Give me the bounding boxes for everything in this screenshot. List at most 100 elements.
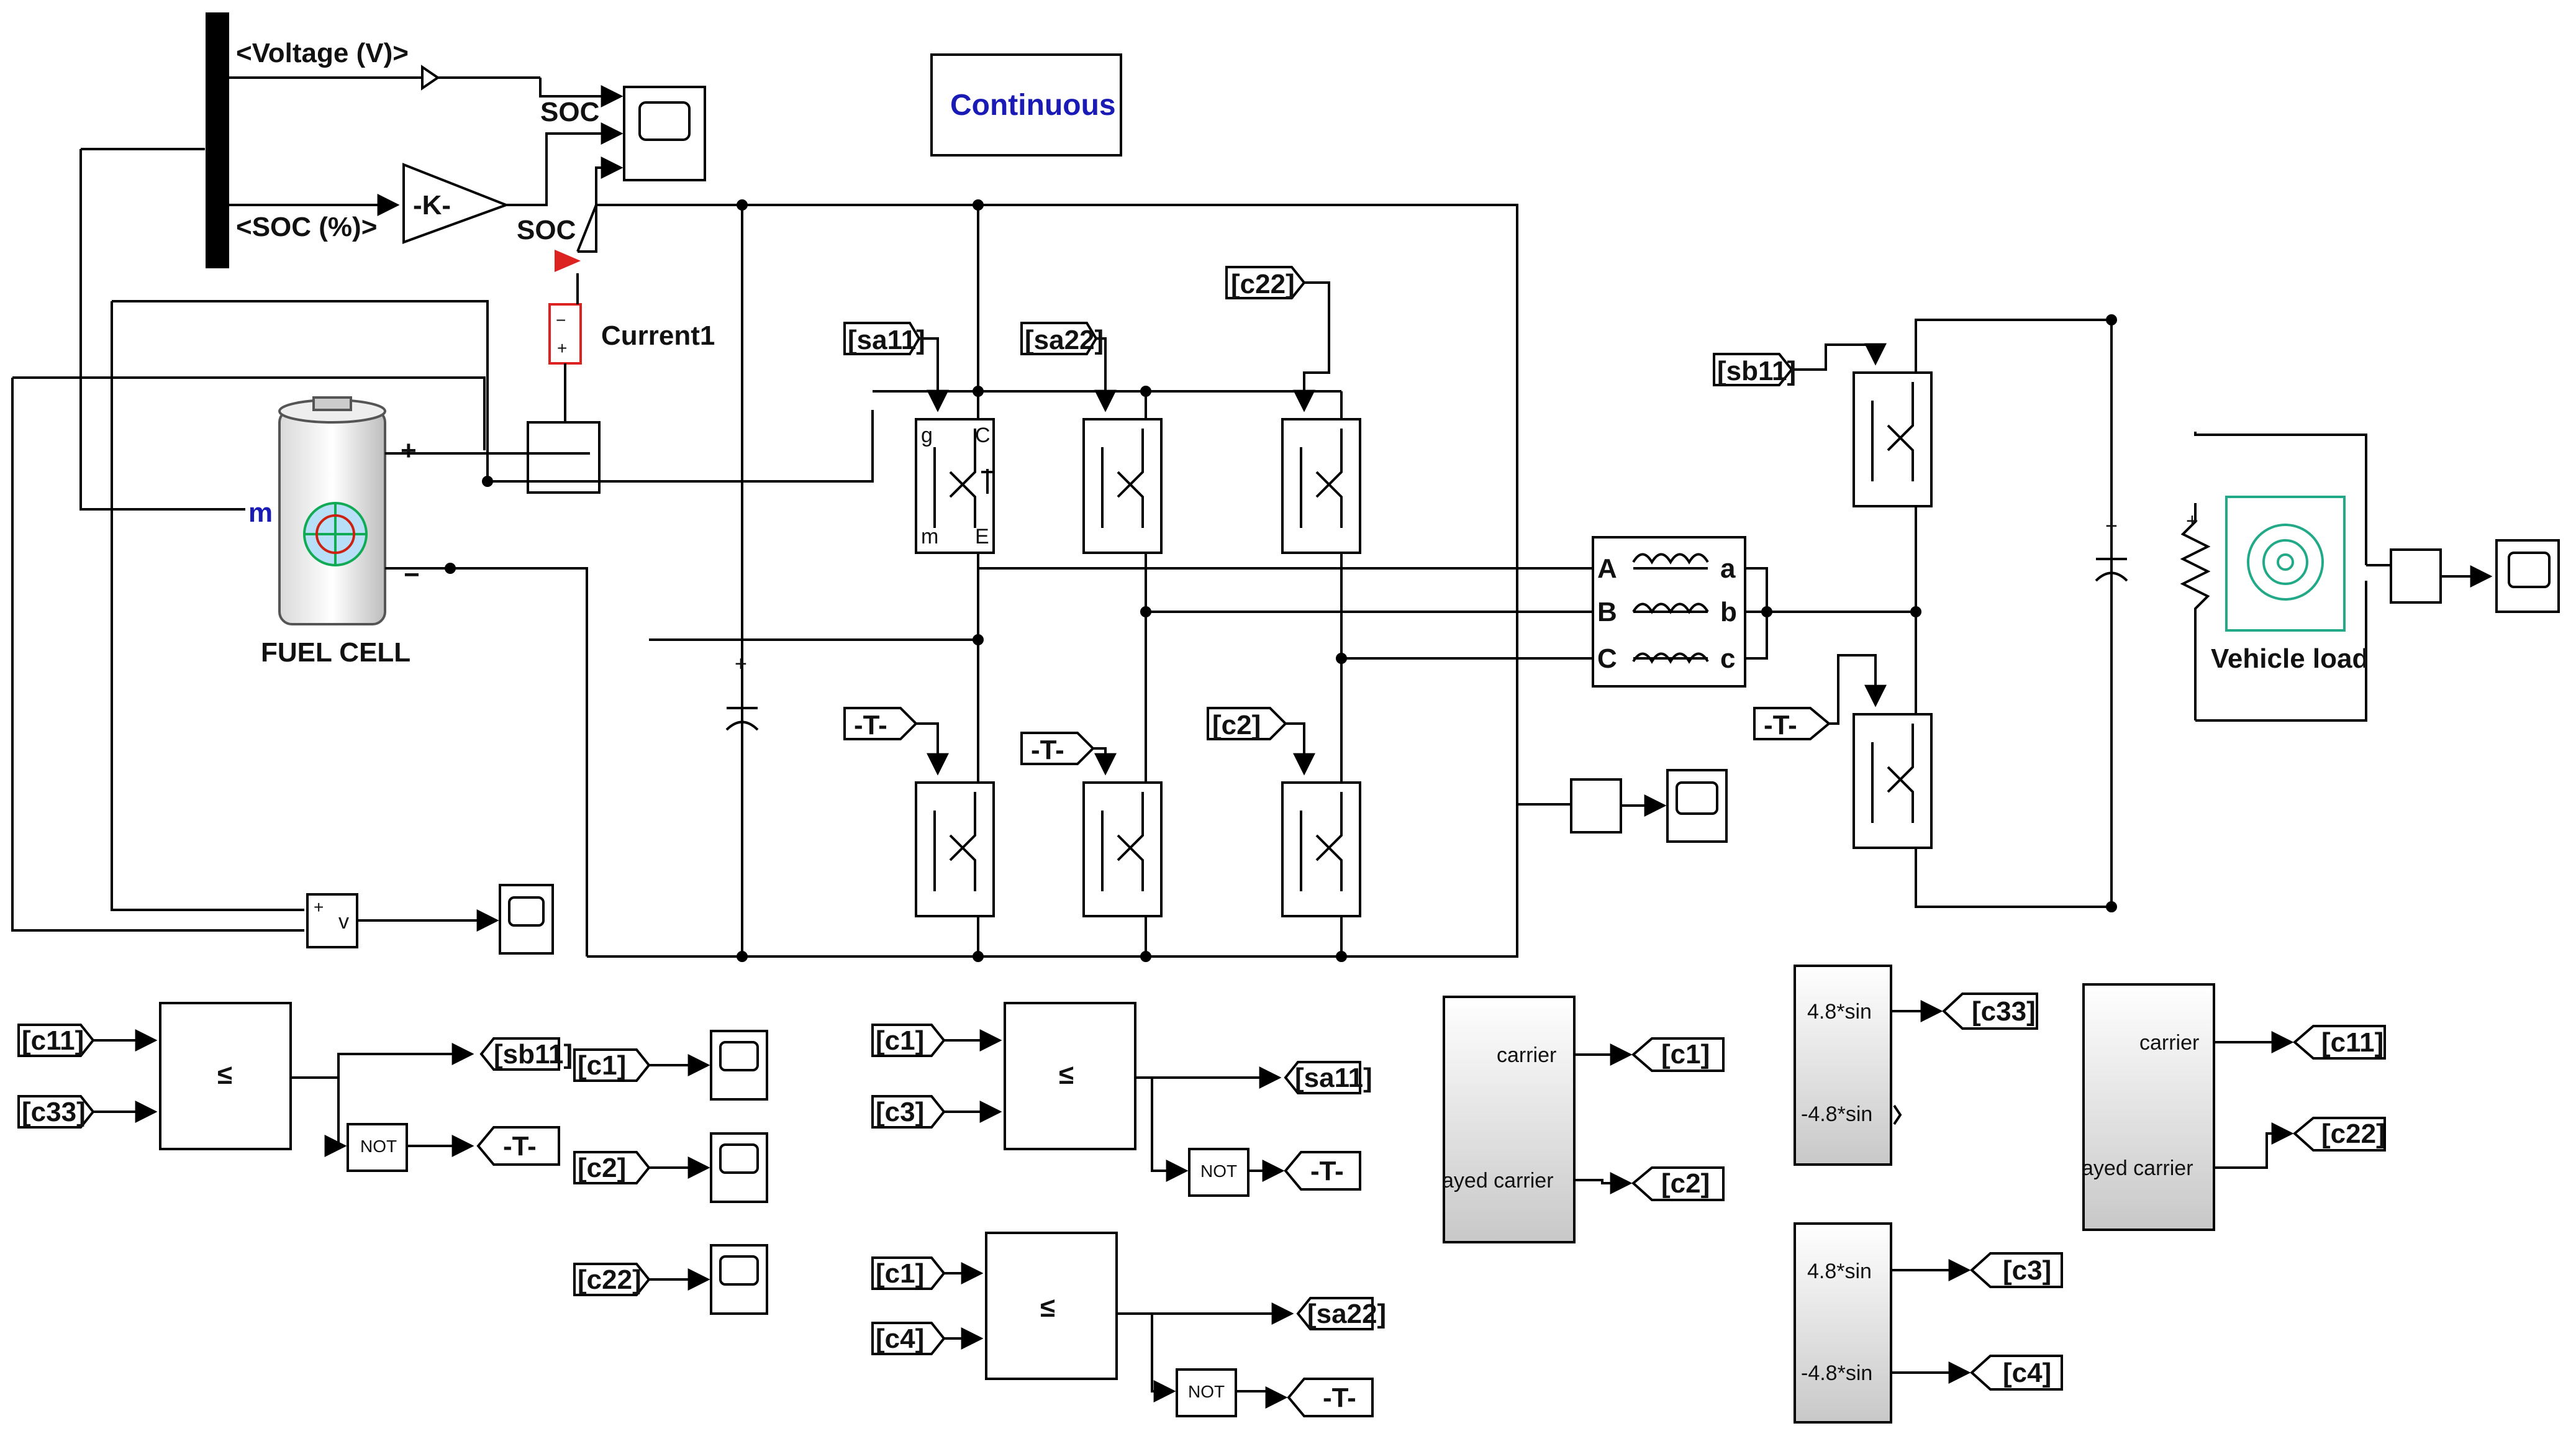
fuel-cell-m-port: m bbox=[248, 497, 273, 528]
relational-operator-2[interactable] bbox=[1004, 1002, 1136, 1150]
tag-c1-in-2[interactable] bbox=[871, 1024, 946, 1057]
meas-v: v bbox=[338, 910, 349, 934]
scope-c22-label: [c22] bbox=[578, 1265, 642, 1295]
xfmr-port-A: A bbox=[1597, 553, 1617, 584]
igbt-port-g: g bbox=[921, 424, 933, 447]
carrier1-out2: [c2] bbox=[1661, 1168, 1710, 1199]
not-gate-3[interactable] bbox=[1176, 1368, 1237, 1417]
scope-c1[interactable] bbox=[573, 1030, 768, 1101]
logic3-out-label: [sa22] bbox=[1307, 1299, 1386, 1329]
output-capacitor[interactable]: + bbox=[2095, 497, 2128, 665]
vehicle-load-resistor[interactable]: + bbox=[2180, 503, 2211, 720]
scope-c2[interactable] bbox=[573, 1132, 768, 1203]
voltage-meas-fc[interactable] bbox=[306, 884, 554, 955]
logic1-outnot-label: -T- bbox=[503, 1131, 537, 1161]
sine2-out2: [c4] bbox=[2003, 1358, 2051, 1388]
igbt-sb-lower[interactable] bbox=[1853, 713, 1933, 849]
soc-label-top: SOC bbox=[540, 97, 599, 127]
tag-c11-in[interactable] bbox=[17, 1024, 95, 1057]
xfmr-port-B: B bbox=[1597, 597, 1617, 627]
carrier-subsystem-2[interactable] bbox=[2082, 983, 2386, 1231]
voltage-meas-load[interactable] bbox=[2366, 539, 2560, 613]
current-measurement-block[interactable] bbox=[548, 303, 582, 365]
tag-t-right[interactable] bbox=[1753, 654, 1887, 740]
powergui-continuous[interactable] bbox=[930, 53, 1122, 157]
tag-t-1[interactable] bbox=[843, 707, 949, 776]
solver-label: Continuous bbox=[950, 89, 1116, 122]
igbt-bridge bbox=[915, 418, 1361, 917]
xfmr-port-c: c bbox=[1720, 643, 1735, 674]
igbt-sa1-lower[interactable] bbox=[915, 781, 995, 917]
xfmr-port-b: b bbox=[1720, 597, 1737, 627]
tag-sa11[interactable] bbox=[843, 322, 949, 412]
tag-t-out-1[interactable] bbox=[476, 1126, 560, 1166]
fuel-cell-label: FUEL CELL bbox=[261, 637, 410, 668]
tag-sb11-label: [sb11] bbox=[1717, 356, 1796, 386]
svg-text:−: − bbox=[556, 311, 566, 330]
carrier-subsystem-1[interactable] bbox=[1443, 996, 1725, 1243]
sine-subsystem-1[interactable] bbox=[1794, 965, 2038, 1166]
tag-c2-mid-label: [c2] bbox=[1212, 710, 1261, 740]
sine-subsystem-2[interactable] bbox=[1794, 1222, 2063, 1424]
relational-operator-1[interactable] bbox=[159, 1002, 292, 1150]
three-phase-transformer[interactable] bbox=[1592, 536, 1746, 688]
tag-sa22-out[interactable] bbox=[1296, 1297, 1374, 1330]
carrier2-out2: [c22] bbox=[2321, 1119, 2385, 1149]
voltage-meas-dc[interactable] bbox=[1517, 769, 1728, 843]
tag-sa11-out[interactable] bbox=[1284, 1061, 1361, 1094]
tag-c2-mid[interactable] bbox=[1207, 707, 1315, 776]
relational-operator-3[interactable] bbox=[985, 1232, 1118, 1380]
igbt-sa1-upper[interactable] bbox=[915, 418, 995, 554]
meas-plus: + bbox=[314, 897, 324, 917]
carrier2-port1: carrier bbox=[2139, 1031, 2199, 1055]
igbt-sa3-upper[interactable] bbox=[1281, 418, 1361, 554]
tag-sb11[interactable] bbox=[1713, 343, 1887, 386]
scope-soc[interactable] bbox=[623, 86, 706, 181]
tag-t-2-label: -T- bbox=[1031, 735, 1064, 765]
scope-c22[interactable] bbox=[573, 1244, 768, 1315]
logic3-op-label: ≤ bbox=[1040, 1292, 1055, 1323]
not-gate-1[interactable] bbox=[347, 1123, 408, 1172]
tag-sa22[interactable] bbox=[1020, 322, 1117, 412]
xfmr-port-C: C bbox=[1597, 643, 1617, 674]
xfmr-port-a: a bbox=[1720, 553, 1736, 584]
igbt-sa2-lower[interactable] bbox=[1082, 781, 1163, 917]
igbt-sa3-lower[interactable] bbox=[1281, 781, 1361, 917]
sine2-port1: 4.8*sin bbox=[1807, 1260, 1872, 1283]
tag-t-out-3[interactable] bbox=[1287, 1378, 1374, 1417]
igbt-sa2-upper[interactable] bbox=[1082, 418, 1163, 554]
svg-text:+: + bbox=[735, 652, 747, 676]
gain-label: -K- bbox=[413, 190, 451, 220]
not-gate-2[interactable] bbox=[1188, 1148, 1249, 1197]
carrier2-port2: ayed carrier bbox=[2082, 1156, 2193, 1180]
carrier2-out1: [c11] bbox=[2321, 1027, 2383, 1058]
svg-text:−: − bbox=[404, 560, 420, 590]
tag-t-out-2[interactable] bbox=[1284, 1151, 1361, 1191]
bus-selector[interactable] bbox=[206, 12, 229, 268]
logic2-op-label: ≤ bbox=[1059, 1060, 1074, 1090]
terminator-block[interactable] bbox=[421, 65, 440, 91]
tag-c22-top[interactable] bbox=[1225, 266, 1330, 412]
tag-c33-in[interactable] bbox=[17, 1095, 95, 1129]
gain-block[interactable] bbox=[402, 163, 510, 244]
dc-link-capacitor[interactable]: + bbox=[725, 640, 759, 801]
logic-group-3 bbox=[871, 1232, 1374, 1417]
tag-t-2[interactable] bbox=[1020, 732, 1117, 776]
fuel-cell-block[interactable] bbox=[278, 396, 386, 625]
tag-sb11-out[interactable] bbox=[479, 1037, 560, 1071]
tag-c3-in[interactable] bbox=[871, 1095, 946, 1129]
tag-sa11-label: [sa11] bbox=[848, 325, 925, 355]
svg-text:+: + bbox=[401, 435, 417, 466]
tag-c22-top-label: [c22] bbox=[1231, 269, 1295, 299]
sine1-port2: -4.8*sin bbox=[1801, 1102, 1872, 1126]
sine1-port1: 4.8*sin bbox=[1807, 1000, 1872, 1024]
tag-c1-in-3[interactable] bbox=[871, 1256, 946, 1290]
tag-c4-in[interactable] bbox=[871, 1322, 946, 1355]
igbt-sb-upper[interactable] bbox=[1853, 371, 1933, 507]
vehicle-motor-block[interactable] bbox=[2225, 496, 2346, 632]
igbt-port-e: E bbox=[975, 525, 989, 548]
vehicle-load-label: Vehicle load bbox=[2211, 643, 2369, 674]
sine2-out1: [c3] bbox=[2003, 1255, 2051, 1286]
logic2-not-label: NOT bbox=[1200, 1161, 1237, 1181]
current-label: Current1 bbox=[601, 320, 715, 351]
